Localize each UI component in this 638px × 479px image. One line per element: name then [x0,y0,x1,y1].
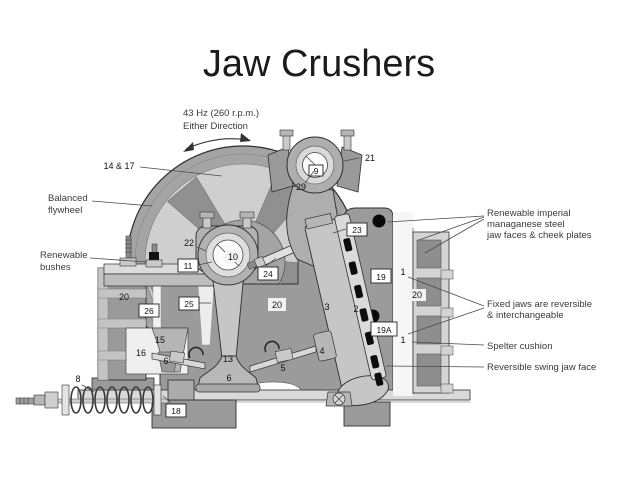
part-number-25: 25 [184,299,194,309]
part-number-13: 13 [223,354,233,364]
spring-coils [70,386,154,414]
swing-jaw-bottom-lug [325,391,353,407]
part-number-11: 11 [184,261,193,271]
base-rail [77,389,471,401]
part-number-5: 5 [280,363,285,373]
part-number-6-left: 6 [163,356,168,366]
part-number-14-17: 14 & 17 [103,161,134,171]
fixed-jaw-wall [393,212,454,396]
label-fixed-jaws-line2: & interchangeable [487,310,564,321]
cheek-plate-tabs [440,269,454,394]
part-number-22: 22 [184,238,194,248]
part-number-20-left: 20 [119,292,129,302]
part-number-10: 10 [228,252,238,262]
label-renewable-bushes-line1: Renewable [40,250,88,261]
label-jaw-faces-line2: managanese steel [487,219,565,230]
bush-studs [119,235,163,268]
frame-bolt-dot-upper [372,214,386,228]
part-numbers: 14 & 17 21 9 29 23 22 11 10 24 19 19A 25… [75,153,426,418]
part-number-24: 24 [263,269,273,279]
part-number-2: 2 [353,304,358,314]
part-number-23: 23 [352,225,362,235]
base-block [151,399,237,429]
swing-jaw-plate [304,212,389,406]
label-renewable-bushes-line2: bushes [40,262,71,273]
label-fixed-jaws-line1: Fixed jaws are reversible [487,299,592,310]
part-number-18: 18 [171,406,181,416]
rotation-note-line2: Either Direction [183,121,248,132]
part-number-4: 4 [319,346,324,356]
spring-clip-left [188,346,204,359]
part-number-3: 3 [324,302,329,312]
label-jaw-faces-line3: jaw faces & cheek plates [486,230,592,241]
tension-spring-assembly [15,384,169,416]
part-number-26: 26 [144,306,154,316]
cheek-plate-blocks [416,239,442,387]
jaw-face-corrugations [343,238,384,386]
part-number-9: 9 [314,166,319,176]
callout-labels: 43 Hz (260 r.p.m.) Either Direction Bala… [40,108,596,373]
part-number-20-center: 20 [272,300,282,310]
part-number-1-top: 1 [400,267,405,277]
part-number-19: 19 [376,272,386,282]
label-balanced-flywheel-line1: Balanced [48,193,88,204]
label-jaw-faces-line1: Renewable imperial [487,208,570,219]
part-number-6-center: 6 [226,373,231,383]
part-number-21: 21 [365,153,375,163]
part-number-1-bottom: 1 [400,335,405,345]
frame-left-column [91,235,221,393]
machine-base [77,379,471,429]
part-number-15: 15 [155,335,165,345]
label-balanced-flywheel-line2: flywheel [48,205,82,216]
part-number-29: 29 [296,182,306,192]
toggle-rods [151,340,317,373]
label-spelter-cushion: Spelter cushion [487,341,552,352]
spring-clip-right [264,340,280,353]
rotation-note-line1: 43 Hz (260 r.p.m.) [183,108,259,119]
part-number-8: 8 [75,374,80,384]
page-title: Jaw Crushers [203,43,435,85]
part-number-16: 16 [136,348,146,358]
part-number-19a: 19A [376,325,391,335]
toggle-bracket [313,330,337,362]
part-number-20-right: 20 [412,290,422,300]
label-swing-jaw-face: Reversible swing jaw face [487,362,596,373]
